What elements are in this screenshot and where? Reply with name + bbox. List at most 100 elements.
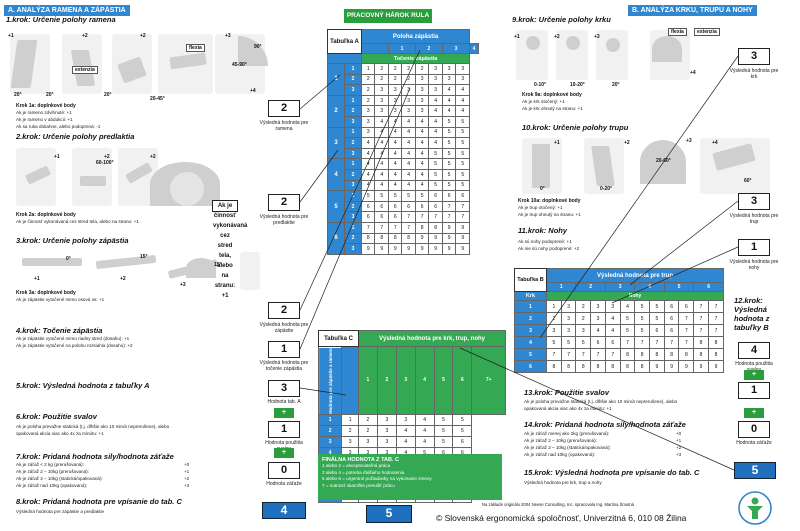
wrist-score-2: +2 [120, 276, 126, 282]
neck-extension-tag: extenzia [694, 28, 720, 36]
step10a-note-2: Ak je trup ohnutý na stranu: +1 [518, 212, 581, 217]
worksheet-title: PRACOVNÝ HÁROK RULA [344, 9, 432, 23]
shoulder-score-3: +2 [140, 33, 146, 39]
step3a-note-1: Ak je zápästie vytočené mimo osovú os: +… [16, 297, 105, 302]
step11-title: 11.krok: Nohy [518, 226, 568, 235]
legs-score-box[interactable]: 1 [738, 239, 770, 256]
row-c-score-box[interactable]: 5 [734, 462, 776, 479]
footer-source: Na základe originálu 2004 Neese Consulti… [482, 502, 634, 507]
section-b-header: B. ANALÝZA KRKU, TRUPU A NOHY [628, 5, 757, 16]
step14-val-4: +3 [676, 452, 682, 457]
step7-note-3: Ak je záťaž 2 – 10kg (statická/opakovaná… [16, 476, 103, 481]
shoulder-deg-6: 90° [254, 44, 262, 50]
step2a-title: Krok 2a: doplnkové body [16, 212, 76, 218]
step10a-note-1: Ak je trup otočený: +1 [518, 205, 563, 210]
shoulder-score-4: +3 [225, 33, 231, 39]
wrist-deg-2: 15° [140, 254, 148, 260]
step1a-note-3: Ak sa ruka dotiahne, alebo podoprená: -1 [16, 124, 101, 129]
legs-score-caption: Výsledná hodnota pre nohy [729, 259, 779, 271]
forearm-score-box[interactable]: 2 [268, 194, 300, 211]
trunk-deg-3: 20-60° [656, 158, 671, 164]
neck-deg-3: 20° [612, 82, 620, 88]
force-b-plus: + [744, 408, 764, 418]
table-c-cell[interactable]: 3 [358, 435, 378, 448]
table-c-col-header: 4 [414, 346, 435, 415]
table-c-cell[interactable]: 5 [433, 413, 454, 426]
wrist-deg-3: 15° [214, 262, 222, 268]
final-score-box[interactable]: 5 [366, 505, 412, 523]
table-b-score-box[interactable]: 4 [738, 342, 770, 359]
step9-title: 9.krok: Určenie polohy krku [512, 15, 611, 24]
force-b-score-box[interactable]: 0 [738, 421, 770, 438]
step14-val-1: +0 [676, 431, 682, 436]
step14-note-3: Ak je záťaž 2 – 10kg (statická/opakovaná… [524, 445, 611, 450]
step7-title: 7.krok: Pridaná hodnota sily/hodnota záť… [16, 452, 174, 461]
step3a-title: Krok 3a: doplnkové body [16, 290, 76, 296]
trunk-score-box[interactable]: 3 [738, 193, 770, 210]
step14-val-2: +1 [676, 438, 682, 443]
step10a-title: Krok 10a: doplnkové body [518, 198, 581, 204]
table-a-arm-cell: 3 [327, 126, 345, 160]
table-c-col-header: 7+ [471, 346, 506, 415]
step13-title: 13.krok: Použitie svalov [524, 388, 610, 397]
step8-title: 8.krok: Pridaná hodnota pre vpísanie do … [16, 497, 182, 506]
table-b-row-header: 3 [514, 324, 547, 337]
table-a-col-header: 4 [469, 43, 479, 54]
step12-title: 12.krok: Výsledná hodnota z tabuľky B [734, 296, 770, 332]
table-a-score-box[interactable]: 3 [268, 380, 300, 397]
neck-deg-1: 0-10° [534, 82, 547, 88]
wrist-score-box[interactable]: 2 [268, 302, 300, 319]
step7-val-4: +3 [184, 483, 190, 488]
muscle-a-score-box[interactable]: 1 [268, 421, 300, 438]
forearm-score-1: +1 [54, 154, 60, 160]
wrist-twist-score-box[interactable]: 1 [268, 341, 300, 358]
trunk-score-caption: Výsledná hodnota pre trup [729, 213, 779, 225]
wrist-score-caption: Výsledná hodnota pre zápästie [259, 322, 309, 334]
legend-line-2: 3 alebo 4 = potreba ďalšieho hodnotenia [322, 469, 405, 475]
section-a-header: A. ANALÝZA RAMENA A ZÁPÄSTIA [4, 5, 130, 16]
step4-title: 4.krok: Točenie zápästia [16, 326, 103, 335]
table-a-cell[interactable]: 9 [441, 243, 457, 255]
force-a-score-box[interactable]: 0 [268, 462, 300, 479]
table-a-cell[interactable]: 9 [455, 243, 471, 255]
forearm-score-3: +2 [150, 154, 156, 160]
step10-title: 10.krok: Určenie polohy trupu [522, 123, 629, 132]
wrist-twist-caption: Výsledná hodnota pre točenie zápästia [259, 360, 309, 372]
neck-score-box[interactable]: 3 [738, 48, 770, 65]
final-score-legend: FINÁLNA HODNOTA Z TAB. C 1 alebo 2 = akc… [318, 454, 502, 500]
table-c-cell[interactable]: 6 [452, 435, 473, 448]
table-a-arm-cell: 2 [327, 94, 345, 128]
extension-tag: extenzia [72, 66, 98, 74]
step14-note-1: Ak je záťaž menej ako 2kg (prerušovaná): [524, 431, 610, 436]
step6-note-1: Ak je poloha prevažne statická (t.j. dlh… [16, 424, 170, 429]
shoulder-deg-3: 20° [104, 92, 112, 98]
step11-note-1: Ak sú nohy podoprené: +1 [518, 239, 572, 244]
shoulder-score-box[interactable]: 2 [268, 100, 300, 117]
table-b-cell[interactable]: 9 [707, 360, 725, 373]
step7-val-2: +1 [184, 469, 190, 474]
neck-deg-2: 10-20° [570, 82, 585, 88]
forearm-plus1-box: Ak je činnosť vykonávaná cez stred tela,… [212, 200, 247, 299]
force-a-plus: + [274, 448, 294, 458]
step4-note-1: Ak je zápästie vytočené mimo riadny stre… [16, 336, 130, 341]
step3-title: 3.krok: Určenie polohy zápästia [16, 236, 129, 245]
neck-score-4: +4 [690, 70, 696, 76]
table-a-label: Tabuľka A [327, 29, 362, 54]
step9a-note-1: Ak je krk otočený: +1 [522, 99, 565, 104]
step1a-note-2: Ak je rameno v abdukcii: +1 [16, 117, 73, 122]
col-c-score-box[interactable]: 4 [262, 502, 306, 519]
trunk-score-4: +4 [712, 140, 718, 146]
table-a-caption: Hodnota tab. A [267, 399, 301, 405]
trunk-score-3: +3 [686, 138, 692, 144]
muscle-b-score-box[interactable]: 1 [738, 382, 770, 399]
legend-line-1: 1 alebo 2 = akceptovateľná práca [322, 463, 391, 468]
shoulder-score-caption: Výsledná hodnota pre ramenа [259, 120, 309, 132]
